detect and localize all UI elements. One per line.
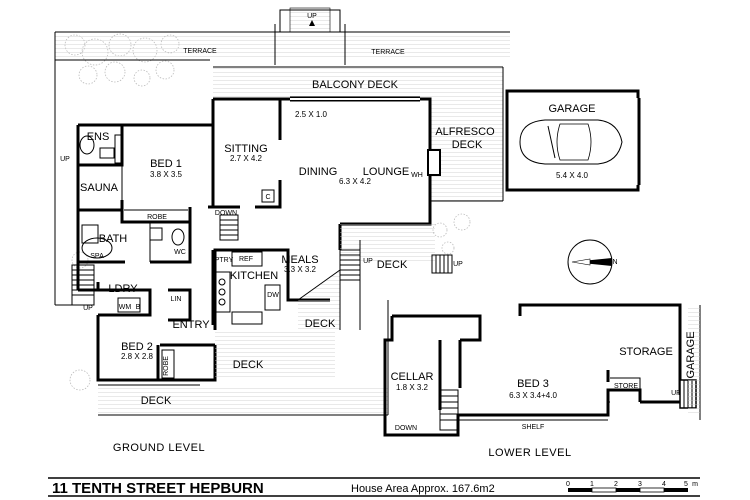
deck-bottom-label: DECK	[141, 395, 172, 407]
terrace-right-label: TERRACE	[371, 49, 405, 56]
store-label: STORE	[614, 383, 638, 390]
dining-label: DINING	[299, 166, 338, 178]
scale-tick-5: 5	[684, 481, 688, 488]
dw-label: DW	[267, 292, 279, 299]
stair-down-cellar-label: DOWN	[395, 425, 417, 432]
stair-up-left-label: UP	[60, 156, 70, 163]
ref-label: REF	[239, 256, 253, 263]
lower-level-label: LOWER LEVEL	[488, 447, 571, 459]
bed2-label: BED 2	[121, 341, 153, 353]
meals-dim: 3.3 X 3.2	[284, 265, 317, 274]
cellar-dim: 1.8 X 3.2	[396, 383, 429, 392]
deck-mid-label: DECK	[305, 318, 336, 330]
terrace-area: TERRACE TERRACE UP	[55, 7, 510, 65]
sitting-label: SITTING	[224, 143, 267, 155]
bed3-dim: 6.3 X 3.4+4.0	[509, 391, 557, 400]
stair-up-bottomleft-label: UP	[83, 305, 93, 312]
lin-label: LIN	[171, 296, 182, 303]
stairs-left	[71, 264, 95, 306]
bed3-label: BED 3	[517, 378, 549, 390]
scale-bar: 0 1 2 3 4 5 m	[566, 481, 698, 493]
spa-label: SPA	[90, 253, 104, 260]
scale-tick-4: 4	[662, 481, 666, 488]
sitting-dim: 2.7 X 4.2	[230, 154, 263, 163]
scale-tick-2: 2	[614, 481, 618, 488]
address-title: 11 TENTH STREET HEPBURN	[52, 480, 264, 497]
stairs-mid	[339, 249, 361, 281]
scale-unit: m	[692, 481, 698, 488]
alfresco-deck-label: DECK	[452, 139, 483, 151]
bed1-dim: 3.8 X 3.5	[150, 170, 183, 179]
b-label: B	[136, 304, 141, 311]
wc-label: WC	[174, 249, 186, 256]
storage-label: STORAGE	[619, 346, 673, 358]
compass-icon: N	[567, 239, 618, 285]
bath-label: BATH	[99, 233, 128, 245]
balcony-deck-label: BALCONY DECK	[312, 79, 399, 91]
scale-tick-3: 3	[638, 481, 642, 488]
stair-up-lower-label: UP	[671, 390, 681, 397]
c-label: C	[265, 194, 270, 201]
deck-right-label: DECK	[377, 259, 408, 271]
robe2-label: ROBE	[163, 356, 170, 376]
car-icon	[519, 119, 623, 165]
ens-label: ENS	[87, 131, 110, 143]
top-dim: 2.5 X 1.0	[295, 110, 328, 119]
stair-up-mid-label: UP	[363, 258, 373, 265]
scale-tick-1: 1	[590, 481, 594, 488]
lounge-label: LOUNGE	[363, 166, 409, 178]
garage-upper-label: GARAGE	[548, 103, 595, 115]
cellar-label: CELLAR	[391, 371, 434, 383]
ldry-label: LDRY	[108, 283, 138, 295]
footer: 11 TENTH STREET HEPBURN House Area Appro…	[48, 477, 700, 497]
stairs-right	[431, 254, 453, 274]
ptry-label: PTRY	[215, 257, 234, 264]
garage-upper-dim: 5.4 X 4.0	[556, 171, 589, 180]
bed1-label: BED 1	[150, 158, 182, 170]
garage-lower-label: GARAGE	[685, 331, 697, 378]
robe1-label: ROBE	[147, 214, 167, 221]
deck-lower-label: DECK	[233, 359, 264, 371]
meals-label: MEALS	[281, 254, 318, 266]
lounge-dim: 6.3 X 4.2	[339, 177, 372, 186]
alfresco-label: ALFRESCO	[435, 126, 495, 138]
garage-upper: GARAGE 5.4 X 4.0	[505, 89, 641, 192]
stair-up-top-label: UP	[307, 13, 317, 20]
bed2-dim: 2.8 X 2.8	[121, 352, 154, 361]
stair-up-right-label: UP	[453, 261, 463, 268]
lower-level-plan	[383, 303, 701, 437]
terrace-left-label: TERRACE	[183, 48, 217, 55]
ground-level-label: GROUND LEVEL	[113, 442, 205, 454]
sauna-label: SAUNA	[80, 182, 119, 194]
house-area: House Area Approx. 167.6m2	[351, 483, 495, 495]
stair-down-sitting-label: DOWN	[215, 210, 237, 217]
entry-label: ENTRY	[172, 319, 210, 331]
compass-n-label: N	[612, 259, 617, 266]
shelf-label: SHELF	[522, 424, 545, 431]
wm-label: WM	[119, 304, 132, 311]
balcony-deck: BALCONY DECK ALFRESCO DECK	[213, 66, 504, 202]
wh-label: WH	[411, 172, 423, 179]
scale-tick-0: 0	[566, 481, 570, 488]
stairs-down-sitting	[219, 214, 239, 241]
ground-level-plan	[71, 96, 453, 416]
kitchen-label: KITCHEN	[230, 270, 278, 282]
arrow-up-icon	[309, 20, 315, 26]
